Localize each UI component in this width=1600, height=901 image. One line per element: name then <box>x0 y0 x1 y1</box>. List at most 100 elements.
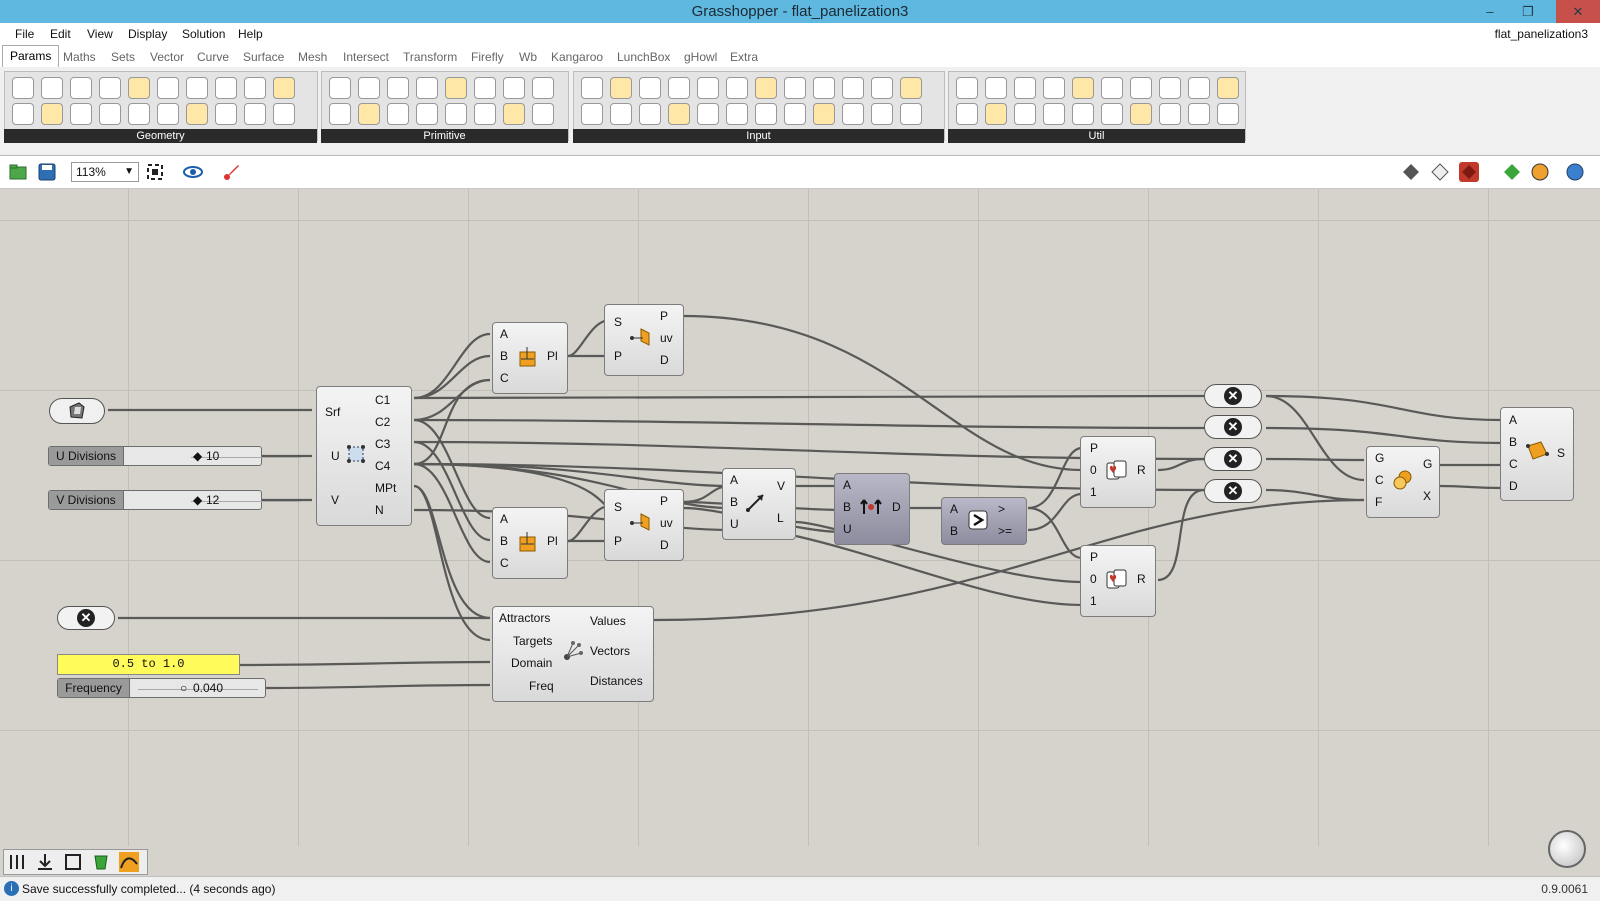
ribbon-component-icon[interactable] <box>726 103 748 125</box>
ribbon-component-icon[interactable] <box>784 77 806 99</box>
menu-help[interactable]: Help <box>238 27 263 41</box>
preview-wireframe-icon[interactable] <box>1430 162 1450 182</box>
display-mode-icon[interactable] <box>1530 162 1550 182</box>
ribbon-component-icon[interactable] <box>273 77 295 99</box>
ribbon-component-icon[interactable] <box>474 77 496 99</box>
tab-extra[interactable]: Extra <box>730 50 759 64</box>
sphere-display-icon[interactable] <box>1565 162 1585 182</box>
plane-3pt-node-bottom[interactable]: A B C Pl <box>492 507 568 579</box>
ribbon-component-icon[interactable] <box>784 103 806 125</box>
ribbon-component-icon[interactable] <box>668 77 690 99</box>
tab-intersect[interactable]: Intersect <box>343 50 390 64</box>
align-icon[interactable] <box>7 852 27 872</box>
ribbon-component-icon[interactable] <box>755 77 777 99</box>
zoom-select[interactable]: 113%▼ <box>71 162 139 182</box>
tab-curve[interactable]: Curve <box>197 50 230 64</box>
ribbon-component-icon[interactable] <box>358 103 380 125</box>
ribbon-component-icon[interactable] <box>157 103 179 125</box>
ribbon-component-icon[interactable] <box>157 77 179 99</box>
four-point-surface-node[interactable]: A B C D S <box>1500 407 1574 501</box>
ribbon-component-icon[interactable] <box>610 103 632 125</box>
restore-button[interactable]: ❐ <box>1522 4 1534 19</box>
ribbon-component-icon[interactable] <box>1043 103 1065 125</box>
bake-geometry-icon[interactable] <box>91 852 111 872</box>
surface-closest-point-node-top[interactable]: S P P uv D <box>604 304 684 376</box>
ribbon-component-icon[interactable] <box>813 77 835 99</box>
v-divisions-slider[interactable]: V Divisions ◆ 12 <box>48 490 301 510</box>
ribbon-component-icon[interactable] <box>697 77 719 99</box>
ribbon-component-icon[interactable] <box>387 77 409 99</box>
geometry-param-node[interactable] <box>49 398 105 424</box>
ribbon-label-geometry[interactable]: Geometry <box>4 129 317 143</box>
curve-param-node-1[interactable]: ✕ <box>1204 384 1262 408</box>
ribbon-component-icon[interactable] <box>358 77 380 99</box>
ribbon-component-icon[interactable] <box>273 103 295 125</box>
ribbon-component-icon[interactable] <box>70 103 92 125</box>
ribbon-component-icon[interactable] <box>842 103 864 125</box>
tab-vector[interactable]: Vector <box>150 50 185 64</box>
slider-grip-icon[interactable]: ◆ <box>193 449 203 463</box>
preview-selected-icon[interactable] <box>1459 162 1479 182</box>
ribbon-label-input[interactable]: Input <box>573 129 944 143</box>
domain-panel[interactable]: 0.5 to 1.0 <box>57 654 240 675</box>
ribbon-component-icon[interactable] <box>956 103 978 125</box>
ribbon-component-icon[interactable] <box>813 103 835 125</box>
pick-choose-node-top[interactable]: P 0 1 R <box>1080 436 1156 508</box>
ribbon-component-icon[interactable] <box>503 77 525 99</box>
ribbon-component-icon[interactable] <box>1101 77 1123 99</box>
open-file-icon[interactable] <box>8 162 28 182</box>
ribbon-component-icon[interactable] <box>186 103 208 125</box>
ribbon-component-icon[interactable] <box>244 77 266 99</box>
ribbon-component-icon[interactable] <box>842 77 864 99</box>
attractor-node[interactable]: Attractors Targets Domain Freq Values Ve… <box>492 606 654 702</box>
ribbon-component-icon[interactable] <box>1217 103 1239 125</box>
ribbon-component-icon[interactable] <box>639 103 661 125</box>
sketch-brush-icon[interactable] <box>222 162 242 182</box>
slider-grip-icon[interactable]: ◆ <box>193 493 203 507</box>
slider-grip-icon[interactable]: ○ <box>180 681 188 695</box>
preview-eye-icon[interactable] <box>183 162 203 182</box>
ribbon-component-icon[interactable] <box>581 77 603 99</box>
ribbon-component-icon[interactable] <box>244 103 266 125</box>
minimize-button[interactable]: – <box>1486 4 1494 19</box>
vector-two-point-node[interactable]: A B U V L <box>722 468 796 540</box>
ribbon-component-icon[interactable] <box>532 77 554 99</box>
tab-maths[interactable]: Maths <box>63 50 96 64</box>
node-canvas[interactable] <box>0 189 1600 846</box>
dispatch-node[interactable]: G C F G X <box>1366 446 1440 518</box>
tab-params[interactable]: Params <box>2 45 60 67</box>
ribbon-component-icon[interactable] <box>1159 77 1181 99</box>
ribbon-component-icon[interactable] <box>41 77 63 99</box>
menu-edit[interactable]: Edit <box>50 27 71 41</box>
ribbon-component-icon[interactable] <box>1101 103 1123 125</box>
ribbon-component-icon[interactable] <box>1130 77 1152 99</box>
menu-file[interactable]: File <box>15 27 35 41</box>
tab-mesh[interactable]: Mesh <box>298 50 328 64</box>
distance-node[interactable]: A B U D <box>834 473 910 545</box>
point-param-node[interactable]: ✕ <box>57 606 115 630</box>
ribbon-component-icon[interactable] <box>900 77 922 99</box>
frequency-slider[interactable]: Frequency ○ 0.040 <box>57 678 266 698</box>
zoom-extents-icon[interactable] <box>145 162 165 182</box>
ribbon-component-icon[interactable] <box>697 103 719 125</box>
ribbon-component-icon[interactable] <box>99 103 121 125</box>
ribbon-component-icon[interactable] <box>610 77 632 99</box>
ribbon-label-primitive[interactable]: Primitive <box>321 129 568 143</box>
menu-display[interactable]: Display <box>128 27 168 41</box>
divide-surface-node[interactable]: Srf U V C1 C2 C3 C4 MPt N <box>316 386 412 526</box>
ribbon-component-icon[interactable] <box>70 77 92 99</box>
curve-param-node-3[interactable]: ✕ <box>1204 447 1262 471</box>
save-file-icon[interactable] <box>37 162 57 182</box>
ribbon-component-icon[interactable] <box>985 77 1007 99</box>
ribbon-component-icon[interactable] <box>128 103 150 125</box>
ribbon-component-icon[interactable] <box>445 77 467 99</box>
ribbon-component-icon[interactable] <box>329 77 351 99</box>
ribbon-component-icon[interactable] <box>1217 77 1239 99</box>
bake-icon[interactable] <box>1502 162 1522 182</box>
ribbon-component-icon[interactable] <box>1188 77 1210 99</box>
preview-shaded-icon[interactable] <box>1401 162 1421 182</box>
menu-view[interactable]: View <box>87 27 113 41</box>
ribbon-component-icon[interactable] <box>1130 103 1152 125</box>
ribbon-component-icon[interactable] <box>215 77 237 99</box>
tab-ghowl[interactable]: gHowl <box>684 50 718 64</box>
